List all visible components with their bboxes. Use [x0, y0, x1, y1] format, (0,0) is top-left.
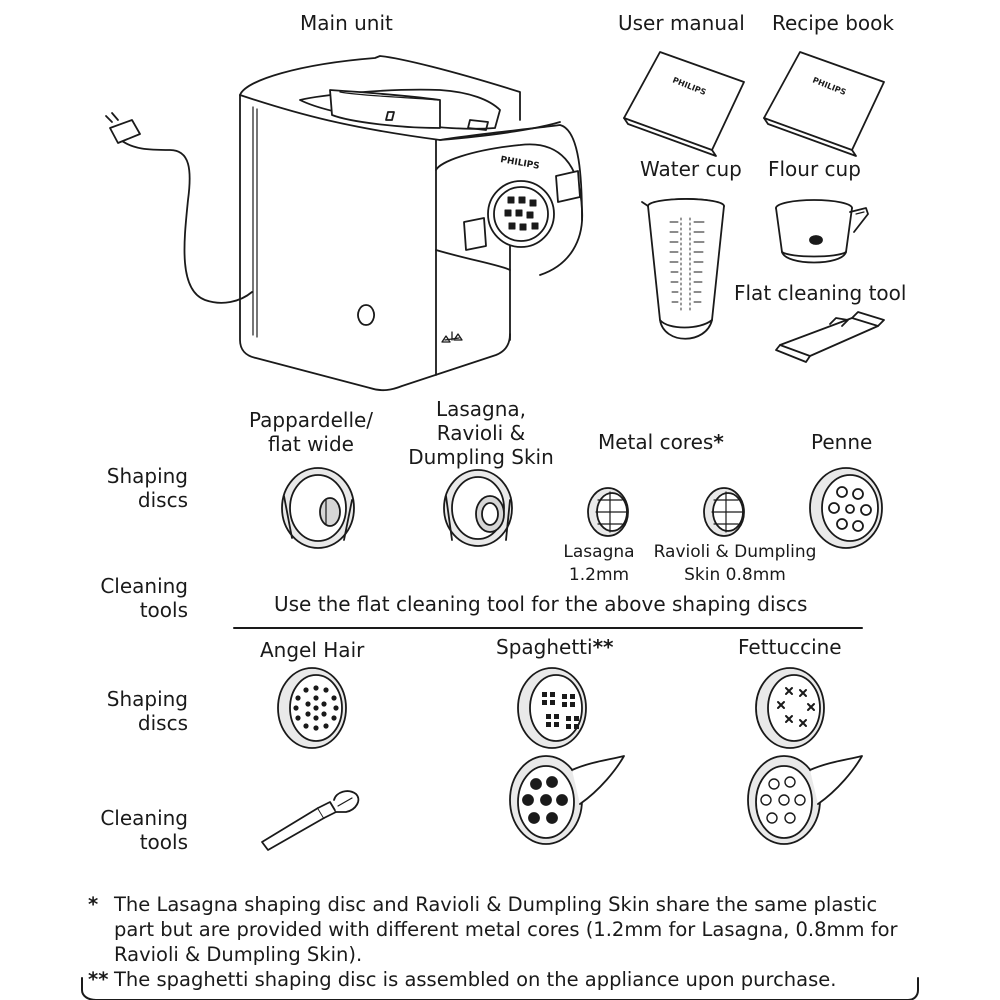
spaghetti-mark: **	[592, 635, 614, 659]
footnote-frame	[81, 977, 919, 1000]
recipe-book-illustration: PHILIPS	[763, 51, 885, 157]
spaghetti-label: Spaghetti**	[496, 635, 613, 659]
flour-cup-label: Flour cup	[768, 157, 861, 181]
footnote-1-line1: The Lasagna shaping disc and Ravioli & D…	[114, 893, 878, 916]
main-unit-illustration: PHILIPS	[105, 55, 584, 392]
core-ravioli-label: Ravioli & Dumpling Skin 0.8mm	[650, 541, 820, 587]
fettuccine-disc-illustration	[755, 667, 825, 749]
section1-cleaning-line2: tools	[139, 598, 188, 622]
metal-core-lasagna-illustration	[587, 487, 629, 537]
section2-shaping-line2: discs	[137, 711, 188, 735]
angel-hair-cleaning-tool-illustration	[261, 790, 360, 851]
section1-cleaning-line1: Cleaning	[100, 574, 188, 598]
section1-shaping-discs-label: Shaping discs	[88, 464, 188, 512]
footnote-2-line1: The spaghetti shaping disc is assembled …	[114, 968, 837, 991]
core1-line1: Lasagna	[563, 542, 635, 562]
lasagna-disc-illustration	[443, 469, 513, 547]
section2-shaping-line1: Shaping	[106, 687, 188, 711]
angel-hair-label: Angel Hair	[260, 638, 365, 662]
brand-text: PHILIPS	[499, 155, 540, 172]
penne-label: Penne	[811, 430, 873, 454]
lasagna-line1: Lasagna,	[435, 397, 527, 421]
penne-disc-illustration	[809, 467, 883, 549]
section1-cleaning-tools-label: Cleaning tools	[88, 574, 188, 622]
angel-hair-disc-illustration	[277, 667, 347, 749]
section2-shaping-discs-label: Shaping discs	[88, 687, 188, 735]
core1-line2: 1.2mm	[568, 565, 630, 585]
main-unit-label: Main unit	[300, 11, 393, 35]
metal-core-ravioli-illustration	[703, 487, 745, 537]
flat-cleaning-tool-illustration	[775, 311, 885, 363]
section2-cleaning-tools-label: Cleaning tools	[88, 806, 188, 854]
pappardelle-disc-illustration	[281, 467, 355, 549]
footnote-2: ** The spaghetti shaping disc is assembl…	[88, 967, 908, 992]
footnote-1-line2: part but are provided with different met…	[114, 918, 898, 941]
lasagna-line2: Ravioli &	[436, 421, 526, 445]
footnote-1-line3: Ravioli & Dumpling Skin).	[114, 943, 363, 966]
flour-cup-illustration	[775, 199, 869, 264]
flat-cleaning-tool-label: Flat cleaning tool	[734, 281, 907, 305]
spaghetti-text: Spaghetti	[496, 635, 593, 659]
pappardelle-line2: flat wide	[268, 432, 354, 456]
section2-cleaning-line2: tools	[139, 830, 188, 854]
pappardelle-label: Pappardelle/ flat wide	[226, 408, 396, 456]
footnote-1: * The Lasagna shaping disc and Ravioli &…	[88, 892, 908, 967]
spaghetti-cleaning-tool-illustration	[509, 755, 625, 845]
fettuccine-label: Fettuccine	[738, 635, 842, 659]
user-manual-illustration: PHILIPS	[623, 51, 745, 157]
core2-line2: Skin 0.8mm	[684, 565, 786, 585]
metal-cores-mark: *	[713, 430, 724, 454]
flat-cleaning-note: Use the flat cleaning tool for the above…	[274, 592, 808, 616]
recipe-book-label: Recipe book	[772, 11, 894, 35]
lasagna-line3: Dumpling Skin	[408, 445, 554, 469]
lasagna-ravioli-label: Lasagna, Ravioli & Dumpling Skin	[396, 397, 566, 469]
section2-cleaning-line1: Cleaning	[100, 806, 188, 830]
section1-shaping-line1: Shaping	[106, 464, 188, 488]
metal-cores-text: Metal cores	[598, 430, 714, 454]
core2-line1: Ravioli & Dumpling	[653, 542, 817, 562]
water-cup-illustration	[641, 198, 725, 340]
pappardelle-line1: Pappardelle/	[248, 408, 374, 432]
section1-shaping-line2: discs	[137, 488, 188, 512]
footnote-2-mark: **	[88, 968, 109, 991]
footnote-1-mark: *	[88, 893, 99, 916]
spaghetti-disc-illustration	[517, 667, 587, 749]
metal-cores-label: Metal cores*	[598, 430, 724, 454]
water-cup-label: Water cup	[640, 157, 742, 181]
fettuccine-cleaning-tool-illustration	[747, 755, 863, 845]
core-lasagna-label: Lasagna 1.2mm	[554, 541, 644, 587]
user-manual-label: User manual	[618, 11, 745, 35]
